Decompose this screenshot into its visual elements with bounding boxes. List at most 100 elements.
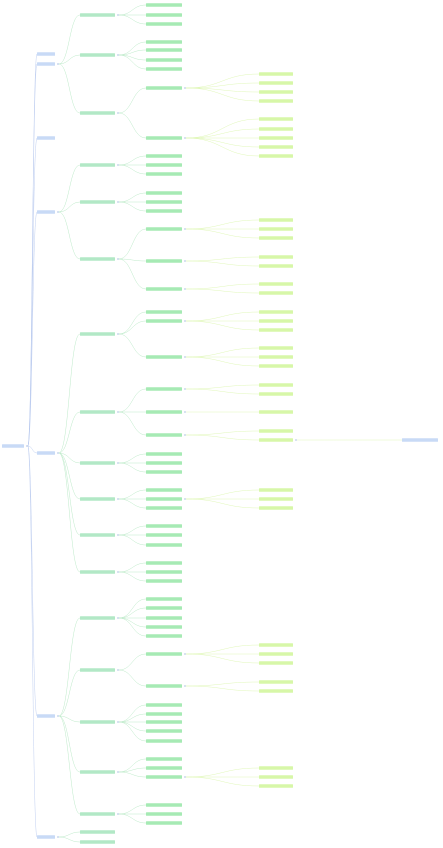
node-box[interactable] xyxy=(259,328,293,332)
mind-map-node[interactable] xyxy=(146,3,182,7)
node-box[interactable] xyxy=(80,163,115,167)
node-box[interactable] xyxy=(259,506,293,510)
node-box[interactable] xyxy=(259,766,293,770)
node-box[interactable] xyxy=(146,200,182,204)
collapse-toggle-icon[interactable] xyxy=(184,260,186,262)
mind-map-node[interactable] xyxy=(146,597,182,601)
mind-map-node[interactable] xyxy=(146,720,182,724)
mind-map-node[interactable] xyxy=(259,310,293,314)
node-box[interactable] xyxy=(259,218,293,222)
mind-map-node[interactable] xyxy=(146,775,186,779)
mind-map-node[interactable] xyxy=(80,770,119,774)
node-box[interactable] xyxy=(259,410,293,414)
mind-map-node[interactable] xyxy=(146,136,186,140)
node-box[interactable] xyxy=(146,803,182,807)
node-box[interactable] xyxy=(80,53,115,57)
node-box[interactable] xyxy=(80,533,115,537)
mind-map-node[interactable] xyxy=(146,488,182,492)
node-box[interactable] xyxy=(402,438,438,442)
mind-map-node[interactable] xyxy=(259,218,293,222)
node-box[interactable] xyxy=(146,172,182,176)
mind-map-node[interactable] xyxy=(259,775,293,779)
mind-map-node[interactable] xyxy=(146,40,182,44)
collapse-toggle-icon[interactable] xyxy=(117,462,119,464)
collapse-toggle-icon[interactable] xyxy=(57,63,59,65)
collapse-toggle-icon[interactable] xyxy=(117,771,119,773)
node-box[interactable] xyxy=(146,410,182,414)
node-box[interactable] xyxy=(80,410,115,414)
node-box[interactable] xyxy=(146,67,182,71)
mind-map-node[interactable] xyxy=(259,264,293,268)
collapse-toggle-icon[interactable] xyxy=(184,388,186,390)
mind-map-node[interactable] xyxy=(259,355,293,359)
node-box[interactable] xyxy=(80,812,115,816)
mind-map-node[interactable] xyxy=(259,127,293,131)
node-box[interactable] xyxy=(80,461,115,465)
mind-map-node[interactable] xyxy=(259,328,293,332)
node-box[interactable] xyxy=(259,784,293,788)
collapse-toggle-icon[interactable] xyxy=(184,653,186,655)
node-box[interactable] xyxy=(37,835,55,839)
node-box[interactable] xyxy=(80,830,115,834)
collapse-toggle-icon[interactable] xyxy=(117,813,119,815)
collapse-toggle-icon[interactable] xyxy=(57,836,59,838)
mind-map-node[interactable] xyxy=(146,757,182,761)
node-box[interactable] xyxy=(259,90,293,94)
node-box[interactable] xyxy=(146,497,182,501)
mind-map-node[interactable] xyxy=(146,48,182,52)
node-box[interactable] xyxy=(80,111,115,115)
node-box[interactable] xyxy=(259,227,293,231)
mind-map-node[interactable] xyxy=(146,58,182,62)
mind-map-node[interactable] xyxy=(146,452,182,456)
node-box[interactable] xyxy=(146,712,182,716)
mind-map-node[interactable] xyxy=(146,561,182,565)
node-box[interactable] xyxy=(146,570,182,574)
mind-map-node[interactable] xyxy=(80,720,119,724)
mind-map-node[interactable] xyxy=(146,684,186,688)
node-box[interactable] xyxy=(146,58,182,62)
node-box[interactable] xyxy=(146,652,182,656)
node-box[interactable] xyxy=(37,136,55,140)
node-box[interactable] xyxy=(259,438,293,442)
node-box[interactable] xyxy=(146,13,182,17)
mind-map-node[interactable] xyxy=(146,652,186,656)
node-box[interactable] xyxy=(146,154,182,158)
mind-map-node[interactable] xyxy=(146,524,182,528)
collapse-toggle-icon[interactable] xyxy=(184,288,186,290)
node-box[interactable] xyxy=(80,616,115,620)
collapse-toggle-icon[interactable] xyxy=(117,534,119,536)
mind-map-node[interactable] xyxy=(146,433,186,437)
node-box[interactable] xyxy=(146,163,182,167)
node-box[interactable] xyxy=(146,86,182,90)
collapse-toggle-icon[interactable] xyxy=(184,411,186,413)
mind-map-node[interactable] xyxy=(146,812,182,816)
collapse-toggle-icon[interactable] xyxy=(184,87,186,89)
node-box[interactable] xyxy=(259,255,293,259)
mind-map-node[interactable] xyxy=(259,236,293,240)
collapse-toggle-icon[interactable] xyxy=(184,228,186,230)
node-box[interactable] xyxy=(259,99,293,103)
mind-map-node[interactable] xyxy=(146,387,186,391)
node-box[interactable] xyxy=(259,291,293,295)
mind-map-node[interactable] xyxy=(80,616,119,620)
node-box[interactable] xyxy=(146,191,182,195)
node-box[interactable] xyxy=(259,364,293,368)
node-box[interactable] xyxy=(146,433,182,437)
mind-map-node[interactable] xyxy=(146,319,186,323)
mind-map-node[interactable] xyxy=(80,53,119,57)
node-box[interactable] xyxy=(259,136,293,140)
mind-map-node[interactable] xyxy=(259,136,293,140)
mind-map-node[interactable] xyxy=(259,392,293,396)
mind-map-node[interactable] xyxy=(37,451,59,455)
mind-map-node[interactable] xyxy=(146,606,182,610)
node-box[interactable] xyxy=(80,570,115,574)
mind-map-node[interactable] xyxy=(146,579,182,583)
node-box[interactable] xyxy=(259,392,293,396)
node-box[interactable] xyxy=(2,444,24,448)
mind-map-node[interactable] xyxy=(259,72,293,76)
mind-map-node[interactable] xyxy=(146,570,182,574)
node-box[interactable] xyxy=(259,488,293,492)
mind-map-node[interactable] xyxy=(146,227,186,231)
node-box[interactable] xyxy=(259,661,293,665)
collapse-toggle-icon[interactable] xyxy=(117,54,119,56)
